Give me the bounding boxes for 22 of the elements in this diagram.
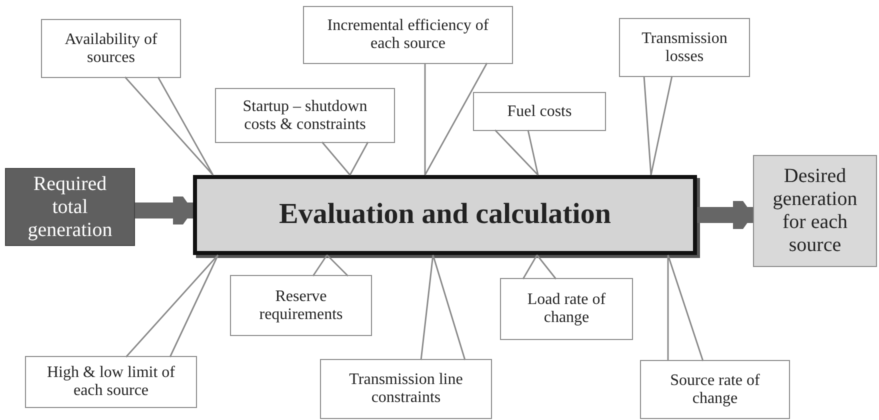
callout-pointer [494,129,539,176]
callout-box: Transmission losses [619,18,750,77]
callout-box: Transmission line constraints [320,359,492,419]
callout-pointer [424,62,488,176]
callout-pointer [125,254,219,358]
callout-box: Startup – shutdown costs & constraints [215,88,395,143]
callout-box: Incremental efficiency of each source [303,6,513,64]
callout-pointer [420,254,466,361]
callout-box: Load rate of change [500,278,633,340]
callout-box: High & low limit of each source [25,356,197,408]
callout-pointer [522,254,557,280]
input-box: Required total generation [5,168,135,246]
callout-box: Availability of sources [41,19,181,78]
callout-pointer [667,254,704,362]
callout-box: Reserve requirements [230,275,372,336]
callout-pointer [124,76,214,176]
process-box: Evaluation and calculation [193,175,697,255]
callout-box: Fuel costs [473,92,606,131]
output-box: Desired generation for each source [753,155,877,267]
callout-pointer [321,141,369,176]
callout-box: Source rate of change [640,360,790,419]
callout-pointer [643,75,673,176]
